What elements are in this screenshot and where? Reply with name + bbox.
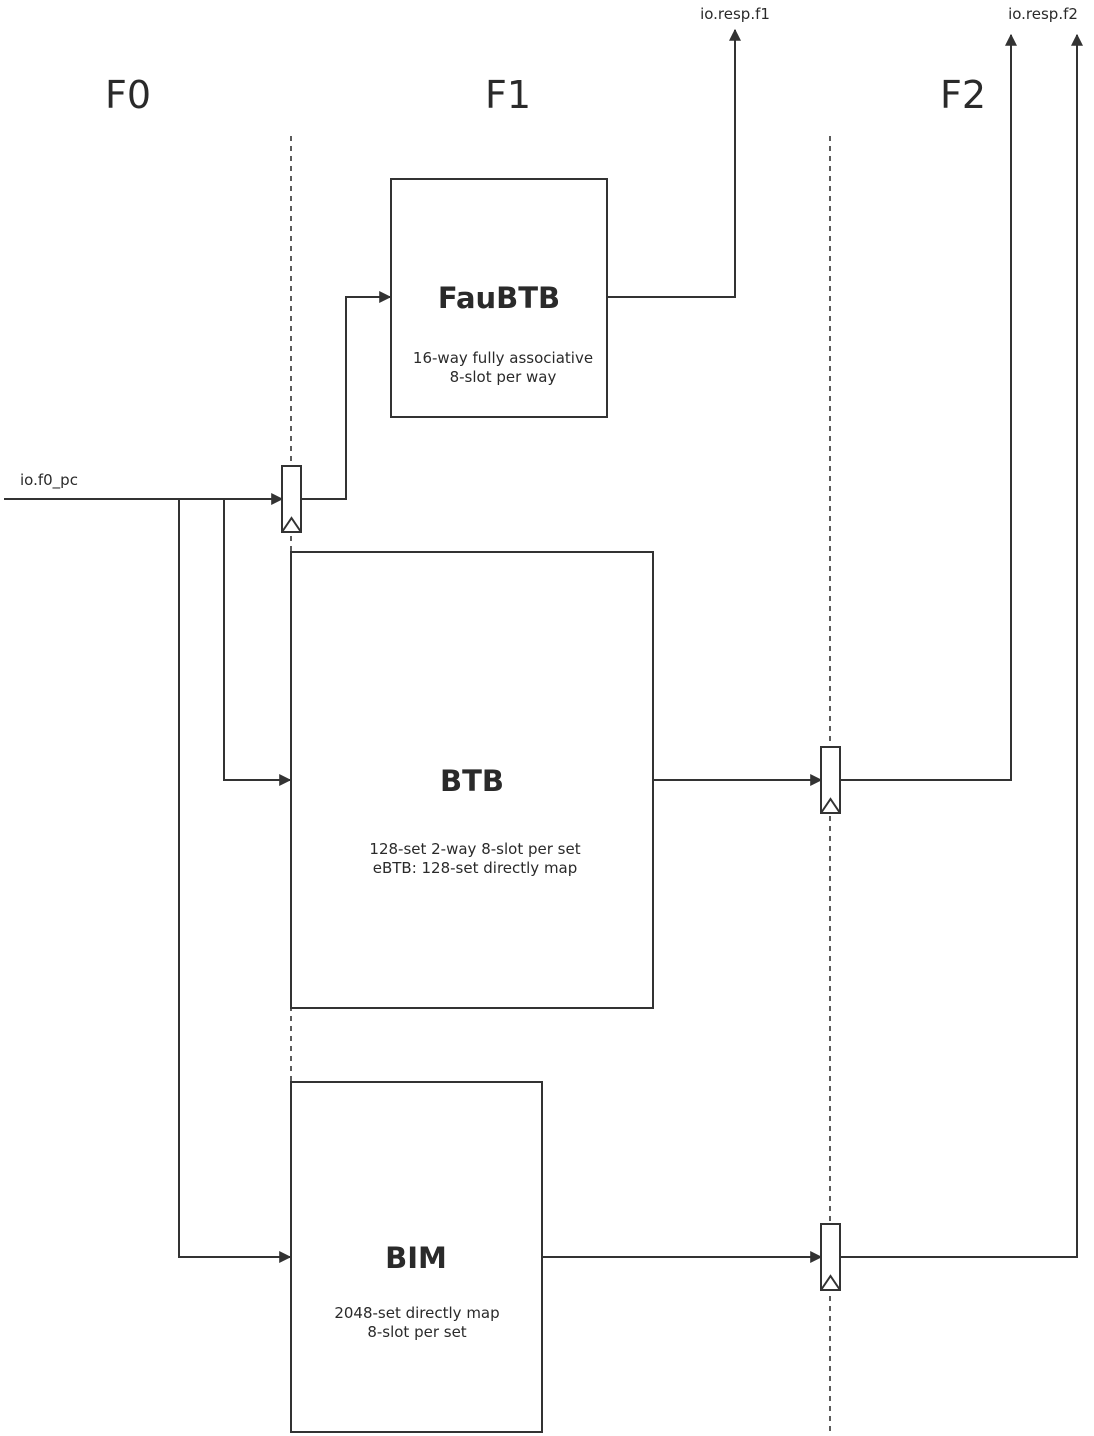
bim-desc-line2: 8-slot per set [367, 1323, 466, 1341]
stage-label-f2: F2 [940, 73, 986, 117]
btb-desc-line2: eBTB: 128-set directly map [373, 859, 578, 877]
wire-pc-to-btb [223, 499, 292, 786]
wire-btb-reg-to-resp-f2 [840, 33, 1017, 781]
bim-title: BIM [385, 1241, 447, 1275]
input-label-f0-pc: io.f0_pc [20, 471, 78, 490]
faubtb-title: FauBTB [438, 281, 560, 315]
btb-block: BTB 128-set 2-way 8-slot per set eBTB: 1… [290, 551, 654, 1009]
wire-faubtb-to-resp-f1 [607, 28, 741, 298]
output-label-resp-f1: io.resp.f1 [700, 5, 770, 23]
bim-desc-line1: 2048-set directly map [334, 1304, 499, 1322]
faubtb-desc-line1: 16-way fully associative [413, 349, 593, 367]
bim-block: BIM 2048-set directly map 8-slot per set [290, 1081, 543, 1433]
faubtb-block: FauBTB 16-way fully associative 8-slot p… [390, 178, 608, 418]
output-label-resp-f2: io.resp.f2 [1008, 5, 1078, 23]
wire-pc-to-bim [178, 499, 292, 1263]
btb-title: BTB [440, 764, 504, 798]
btb-desc-line1: 128-set 2-way 8-slot per set [369, 840, 580, 858]
faubtb-desc-line2: 8-slot per way [450, 368, 557, 386]
pipeline-register-f0-f1 [281, 465, 302, 533]
wire-reg-to-faubtb [301, 291, 392, 500]
wire-bim-reg-to-resp-f2 [840, 33, 1083, 1258]
stage-label-f0: F0 [105, 73, 151, 117]
pipeline-register-f1-f2-btb [820, 746, 841, 814]
pipeline-register-f1-f2-bim [820, 1223, 841, 1291]
stage-label-f1: F1 [485, 73, 531, 117]
